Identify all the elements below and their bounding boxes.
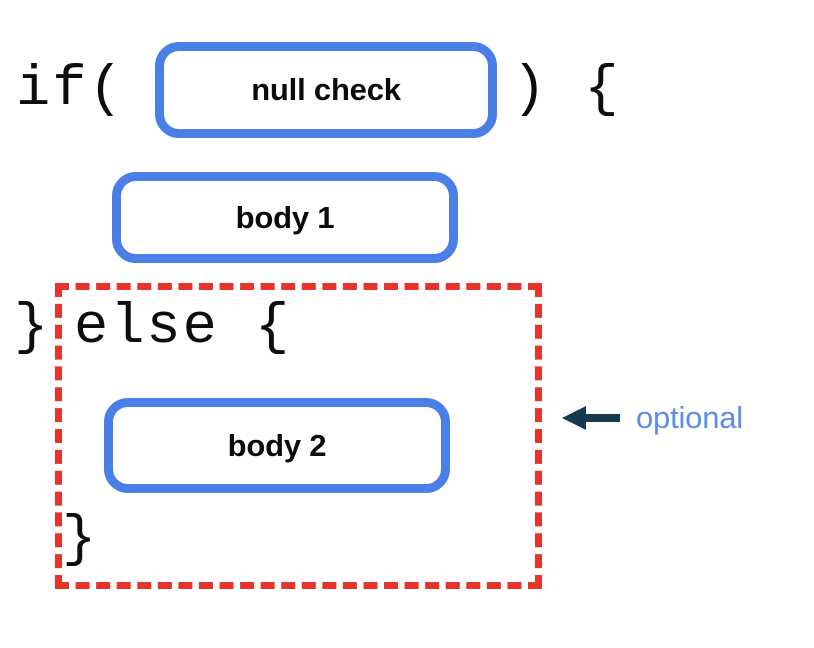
arrow-left-icon — [562, 406, 620, 430]
code-token-brace-close-else: } — [62, 508, 99, 572]
code-token-if-open: if( — [16, 58, 125, 122]
box-body-2-label: body 2 — [227, 427, 327, 463]
optional-label: optional — [636, 400, 743, 435]
box-body-2[interactable]: body 2 — [104, 398, 450, 493]
code-token-brace-close-if: } — [14, 296, 51, 360]
code-token-paren-close-brace-open: ) { — [512, 58, 621, 122]
optional-annotation: optional — [560, 392, 810, 444]
box-body-1[interactable]: body 1 — [112, 172, 458, 263]
code-token-else-open: else { — [74, 296, 292, 360]
box-body-1-label: body 1 — [235, 199, 335, 235]
box-null-check[interactable]: null check — [155, 42, 497, 138]
box-null-check-label: null check — [251, 72, 401, 107]
